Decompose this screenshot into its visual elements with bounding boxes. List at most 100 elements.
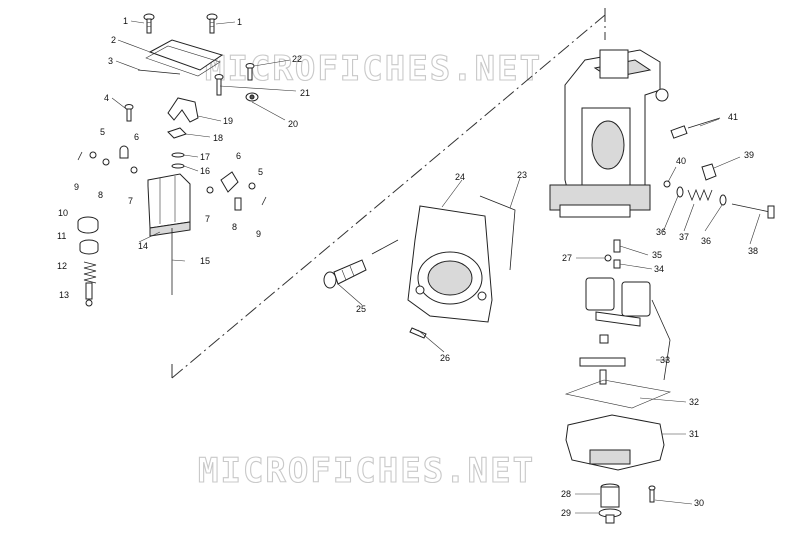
drain-plug-part-28 [600, 483, 620, 508]
callout-26: 26 [440, 353, 450, 363]
screw-part-4 [124, 104, 134, 122]
callout-32: 32 [689, 397, 699, 407]
callout-31: 31 [689, 429, 699, 439]
o-ring-part-8b [234, 197, 242, 211]
screw-part-38 [731, 203, 775, 219]
screw-part-30 [648, 485, 656, 503]
clip-part-17 [171, 152, 185, 158]
callout-15: 15 [200, 256, 210, 266]
screw-part-13 [85, 282, 93, 307]
screw-part-1a [143, 13, 155, 34]
callout-36a: 36 [656, 227, 666, 237]
leader-lines [111, 20, 761, 514]
cap-part-39 [701, 163, 717, 181]
spring-part-12 [83, 261, 97, 284]
callout-4: 4 [104, 93, 109, 103]
washer-part-36a [676, 186, 684, 198]
callout-24: 24 [455, 172, 465, 182]
callout-8a: 8 [98, 190, 103, 200]
carburetor-body [549, 49, 669, 218]
callout-1a: 1 [123, 16, 128, 26]
ring-part-16 [171, 163, 185, 169]
washer-part-5a [89, 151, 97, 159]
callout-12: 12 [57, 261, 67, 271]
callout-22: 22 [292, 54, 302, 64]
float-assembly [585, 277, 651, 344]
callout-40: 40 [676, 156, 686, 166]
cap-part-6a [119, 145, 129, 159]
clip-part-18 [167, 127, 187, 139]
callout-36b: 36 [701, 236, 711, 246]
gasket-edge [137, 69, 181, 75]
callout-38: 38 [748, 246, 758, 256]
fitting-part-41 [670, 117, 721, 139]
callout-34: 34 [654, 264, 664, 274]
callout-37: 37 [679, 232, 689, 242]
callout-30: 30 [694, 498, 704, 508]
float-bowl-part-31 [565, 414, 665, 471]
washer-part-36b [719, 194, 727, 206]
callout-28: 28 [561, 489, 571, 499]
nut-part-20 [245, 92, 259, 102]
bolt-axis-line [371, 239, 399, 255]
callout-6b: 6 [236, 151, 241, 161]
callout-5a: 5 [100, 127, 105, 137]
callout-1b: 1 [237, 17, 242, 27]
callout-33: 33 [660, 355, 670, 365]
callout-10: 10 [58, 208, 68, 218]
bracket-part-19 [167, 97, 199, 123]
float-leader [651, 299, 671, 381]
callout-17: 17 [200, 152, 210, 162]
callout-29: 29 [561, 508, 571, 518]
o-ring-part-29 [598, 508, 622, 524]
gasket-part-3 [145, 45, 221, 77]
gasket-part-23 [479, 195, 516, 271]
callout-20: 20 [288, 119, 298, 129]
callout-11: 11 [57, 231, 66, 241]
gasket-part-32 [564, 379, 672, 409]
seal-part-7b [206, 186, 214, 194]
bolt-part-25 [323, 259, 367, 289]
callout-21: 21 [300, 88, 310, 98]
watermark-bottom: MICROFICHES.NET [198, 451, 535, 491]
callout-2: 2 [111, 35, 116, 45]
callout-35: 35 [652, 250, 662, 260]
watermark-top: MICROFICHES.NET [205, 49, 542, 89]
callout-27: 27 [562, 253, 572, 263]
callout-16: 16 [200, 166, 210, 176]
callout-13: 13 [59, 290, 69, 300]
callout-3: 3 [108, 56, 113, 66]
o-ring-part-8a [102, 158, 110, 166]
callout-19: 19 [223, 116, 233, 126]
callout-5b: 5 [258, 167, 263, 177]
callout-41: 41 [728, 112, 738, 122]
screw-part-21 [214, 74, 224, 96]
pin-part-26 [409, 327, 427, 339]
callout-23: 23 [517, 170, 527, 180]
pin-part-9a [77, 151, 83, 161]
intake-flange-part-24 [407, 205, 493, 323]
cover-plate-part-2 [148, 39, 224, 71]
divider-lines [171, 8, 606, 379]
jet-part-35 [613, 239, 621, 253]
seal-part-7a [130, 166, 138, 174]
callout-9b: 9 [256, 229, 261, 239]
washer-part-5b [248, 182, 256, 190]
jet-part-34 [613, 259, 621, 269]
spring-part-37 [687, 188, 713, 202]
callout-7a: 7 [128, 196, 133, 206]
callout-18: 18 [213, 133, 223, 143]
callout-7b: 7 [205, 214, 210, 224]
callout-9a: 9 [74, 182, 79, 192]
throttle-slide-part-14 [147, 173, 191, 237]
callout-6a: 6 [134, 132, 139, 142]
screw-part-1b [206, 13, 218, 34]
o-ring-part-40 [663, 180, 671, 188]
nut-part-11 [79, 239, 99, 255]
pin-part-9b [261, 196, 267, 206]
cap-part-10 [77, 216, 99, 234]
callout-8b: 8 [232, 222, 237, 232]
callout-39: 39 [744, 150, 754, 160]
